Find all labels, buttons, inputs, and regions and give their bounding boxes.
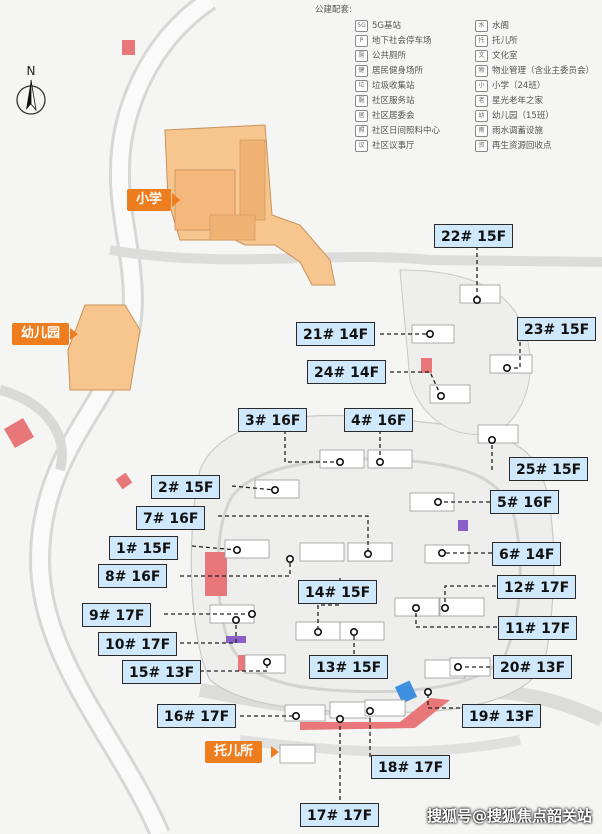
- building-18-label[interactable]: 18# 17F: [371, 755, 451, 779]
- legend-item: 5G 5G基站: [355, 20, 401, 32]
- legend-item-label: 5G基站: [372, 20, 401, 31]
- legend-item: 资再生资源回收点: [475, 140, 552, 152]
- building-25-label[interactable]: 25# 15F: [509, 457, 589, 481]
- building-16-label[interactable]: 16# 17F: [157, 704, 237, 728]
- legend-item-icon: P: [355, 35, 368, 47]
- legend-item-icon: 物: [475, 65, 488, 77]
- legend-item-icon: 文: [475, 50, 488, 62]
- legend-item-icon: 托: [475, 35, 488, 47]
- legend-item-icon: 老: [475, 95, 488, 107]
- kindergarten-tag: 幼儿园: [12, 323, 70, 345]
- legend-item-label: 雨水调蓄设施: [492, 125, 544, 136]
- building-5-label[interactable]: 5# 16F: [490, 490, 560, 514]
- legend-item-label: 水阁: [492, 20, 510, 31]
- building-1-label[interactable]: 1# 15F: [109, 536, 179, 560]
- compass-arrow-icon: [16, 79, 46, 115]
- legend-item-icon: 资: [475, 140, 488, 152]
- building-12-label[interactable]: 12# 17F: [497, 575, 577, 599]
- building-19-label[interactable]: 19# 13F: [462, 704, 542, 728]
- legend-item-label: 托儿所: [492, 35, 518, 46]
- legend-item-label: 公共厕所: [372, 50, 407, 61]
- legend-title: 公建配套:: [315, 5, 352, 15]
- legend-item-icon: 幼: [475, 110, 488, 122]
- building-3-label[interactable]: 3# 16F: [238, 408, 308, 432]
- building-11-label[interactable]: 11# 17F: [498, 616, 578, 640]
- building-2-label[interactable]: 2# 15F: [151, 475, 221, 499]
- legend-item: 议社区议事厅: [355, 140, 415, 152]
- building-9-label[interactable]: 9# 17F: [82, 603, 152, 627]
- legend-item-icon: 照: [355, 125, 368, 137]
- legend-item: 幼幼儿园（15班）: [475, 110, 554, 122]
- building-20-label[interactable]: 20# 13F: [493, 655, 573, 679]
- legend-item-label: 星光老年之家: [492, 95, 544, 106]
- legend-item: 老星光老年之家: [475, 95, 543, 107]
- building-24-label[interactable]: 24# 14F: [307, 360, 387, 384]
- legend-item: 水水阁: [475, 20, 509, 32]
- legend-item-label: 社区居委会: [372, 110, 415, 121]
- legend-item-icon: 健: [355, 65, 368, 77]
- legend-item-icon: 议: [355, 140, 368, 152]
- building-13-label[interactable]: 13# 15F: [309, 655, 389, 679]
- legend-item-label: 社区日间照料中心: [372, 125, 441, 136]
- building-21-label[interactable]: 21# 14F: [296, 322, 376, 346]
- legend-item: 托托儿所: [475, 35, 518, 47]
- legend-item-icon: 雨: [475, 125, 488, 137]
- legend-item-label: 垃圾收集站: [372, 80, 415, 91]
- legend-item: 小小学（24班）: [475, 80, 545, 92]
- legend-item-icon: 服: [355, 95, 368, 107]
- legend-item: 物物业管理（含业主委员会）: [475, 65, 594, 77]
- building-22-label[interactable]: 22# 15F: [434, 224, 514, 248]
- building-8-label[interactable]: 8# 16F: [98, 564, 168, 588]
- legend-item: 文文化室: [475, 50, 518, 62]
- north-label: N: [26, 64, 36, 78]
- legend-item-label: 再生资源回收点: [492, 140, 552, 151]
- legend-item: 垃垃圾收集站: [355, 80, 415, 92]
- legend-item-icon: 水: [475, 20, 488, 32]
- legend-item-label: 小学（24班）: [492, 80, 546, 91]
- building-6-label[interactable]: 6# 14F: [492, 542, 562, 566]
- legend-item-icon: 居: [355, 110, 368, 122]
- legend-item-label: 社区服务站: [372, 95, 415, 106]
- north-compass: N: [14, 64, 48, 120]
- legend-item: P 地下社会停车场: [355, 35, 432, 47]
- legend-item-label: 物业管理（含业主委员会）: [492, 65, 595, 76]
- legend-item: 健居民健身场所: [355, 65, 423, 77]
- legend-item-icon: 5G: [355, 20, 368, 32]
- building-15-label[interactable]: 15# 13F: [122, 660, 202, 684]
- building-17-label[interactable]: 17# 17F: [300, 803, 380, 827]
- legend-item: 居社区居委会: [355, 110, 415, 122]
- building-10-label[interactable]: 10# 17F: [98, 632, 178, 656]
- legend-item-icon: 厕: [355, 50, 368, 62]
- legend-item-label: 文化室: [492, 50, 518, 61]
- nursery-tag: 托儿所: [205, 741, 263, 763]
- building-4-label[interactable]: 4# 16F: [344, 408, 414, 432]
- legend-item: 厕公共厕所: [355, 50, 406, 62]
- building-23-label[interactable]: 23# 15F: [517, 317, 597, 341]
- legend-item-icon: 小: [475, 80, 488, 92]
- legend-item: 雨雨水调蓄设施: [475, 125, 543, 137]
- school-tag: 小学: [127, 189, 172, 211]
- legend-item-label: 社区议事厅: [372, 140, 415, 151]
- legend-item-label: 地下社会停车场: [372, 35, 432, 46]
- building-7-label[interactable]: 7# 16F: [136, 506, 206, 530]
- watermark: 搜狐号@搜狐焦点韶关站: [426, 807, 592, 825]
- legend-item: 照社区日间照料中心: [355, 125, 440, 137]
- legend-item-label: 幼儿园（15班）: [492, 110, 554, 121]
- legend-item-label: 居民健身场所: [372, 65, 424, 76]
- building-14-label[interactable]: 14# 15F: [298, 580, 378, 604]
- legend-item: 服社区服务站: [355, 95, 415, 107]
- legend-item-icon: 垃: [355, 80, 368, 92]
